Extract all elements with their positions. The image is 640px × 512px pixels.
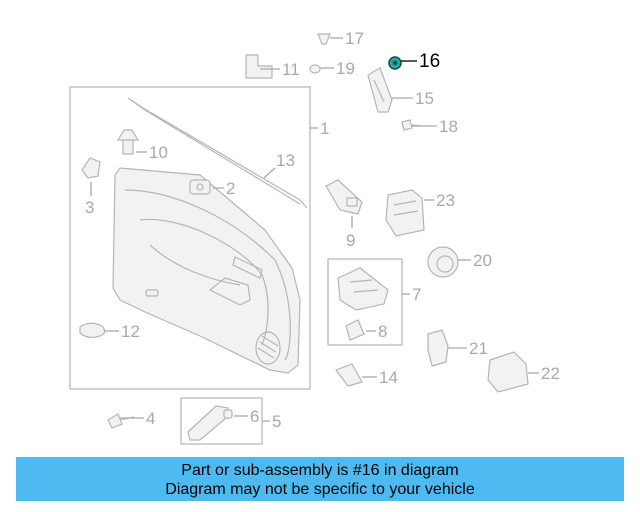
callout-3: 3 [85,198,94,217]
callout-23: 23 [436,191,455,210]
callout-21: 21 [469,339,488,358]
callout-17: 17 [345,29,364,48]
callout-1: 1 [320,119,329,138]
callout-18: 18 [439,117,458,136]
info-banner: Part or sub-assembly is #16 in diagram D… [16,457,624,501]
callout-labels: 1 2 3 4 5 6 7 8 9 10 11 12 13 14 15 16 1… [85,29,560,431]
part-21-cover [427,329,449,367]
part-18-screw [401,119,423,131]
part-19-clip [309,64,321,74]
part-5-handle-assembly [180,397,263,445]
banner-line-disclaimer: Diagram may not be specific to your vehi… [165,481,475,498]
callout-6: 6 [250,407,259,426]
callout-5: 5 [272,412,281,431]
part-15-cover [367,67,393,113]
part-22-switch [487,351,529,393]
part-10-clip [116,129,140,155]
callout-22: 22 [541,364,560,383]
callout-7: 7 [412,285,421,304]
part-11-bracket [245,54,273,79]
callout-8: 8 [378,322,387,341]
part-9-switch [325,179,363,215]
part-17-clip [317,33,331,45]
part-12-plug [79,322,106,339]
callout-2: 2 [226,179,235,198]
part-2-bracket [189,179,211,195]
part-7-switch-assembly [327,258,403,346]
part-16-highlighted [388,56,402,70]
part-23-switch [385,189,425,237]
callout-16-highlighted: 16 [419,51,440,72]
part-20-knob [427,246,459,278]
callout-12: 12 [121,322,140,341]
callout-15: 15 [415,89,434,108]
callout-14: 14 [379,368,398,387]
callout-19: 19 [336,59,355,78]
callout-9: 9 [346,231,355,250]
part-4-screw [107,413,135,429]
door-panel-assembly [69,86,311,390]
callout-4: 4 [146,409,155,428]
callout-10: 10 [149,143,168,162]
leader-lines [90,37,539,422]
banner-line-part: Part or sub-assembly is #16 in diagram [181,462,459,479]
parts-diagram: 1 2 3 4 5 6 7 8 9 10 11 12 13 14 15 16 1… [69,29,560,445]
callout-11: 11 [282,60,300,79]
callout-13: 13 [276,151,295,170]
callout-20: 20 [473,251,492,270]
part-3-fastener [81,157,101,179]
part-14-clip [335,363,363,387]
